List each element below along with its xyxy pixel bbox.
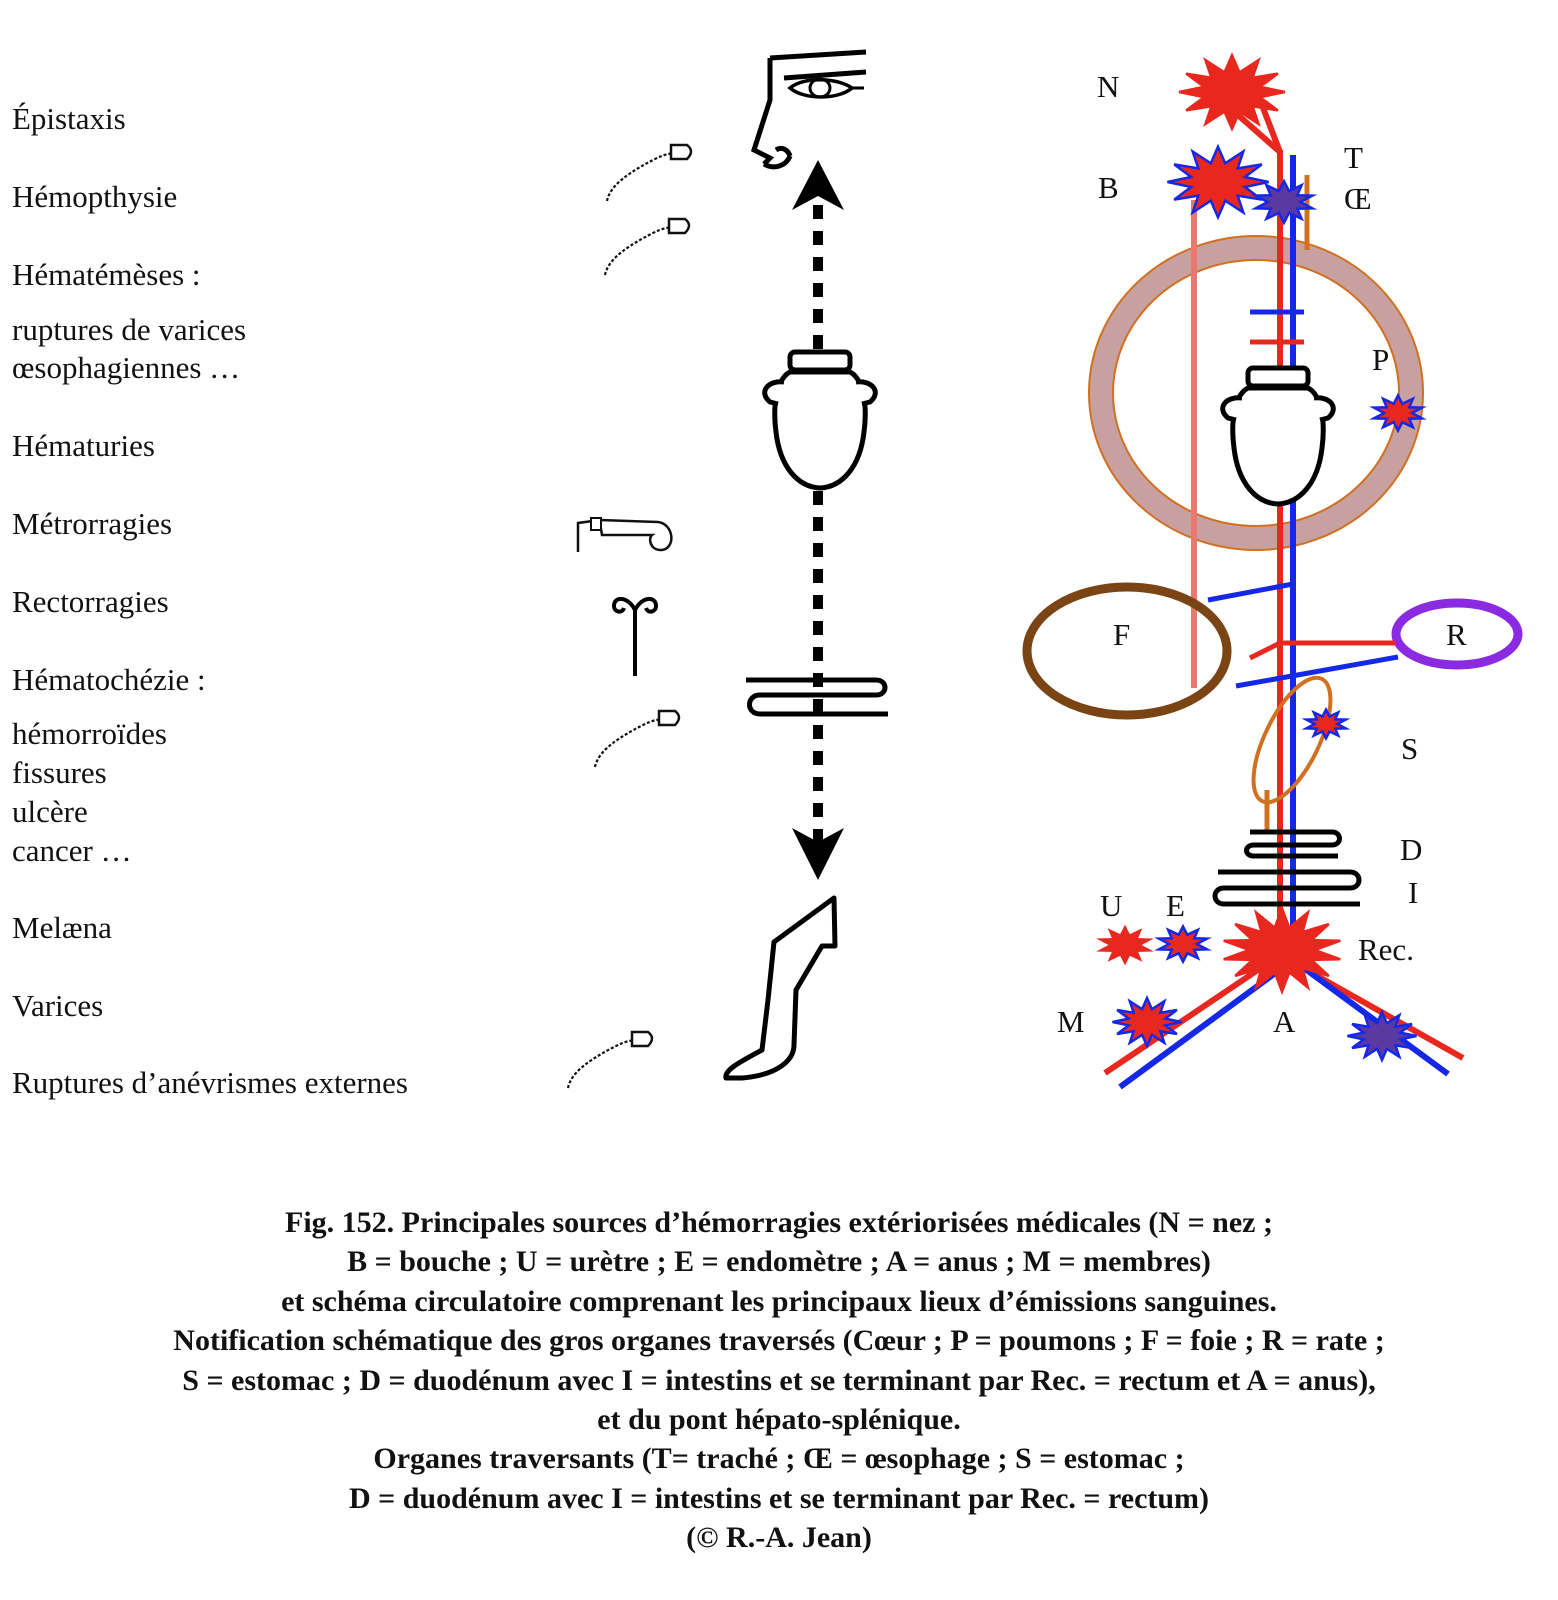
caption-line: D = duodénum avec I = intestins et se te… — [348, 1481, 1210, 1515]
hemorrhage-star-icon — [1096, 924, 1154, 966]
letter-E: E — [1166, 888, 1185, 923]
caption-line: B = bouche ; U = urètre ; E = endomètre … — [347, 1245, 1211, 1279]
label-hematuries: Hématuries — [12, 428, 155, 463]
letter-Rec: Rec. — [1358, 932, 1414, 967]
label-ulcere: ulcère — [12, 794, 88, 829]
phallus-glyph-icon — [576, 517, 673, 552]
letter-T: T — [1344, 140, 1363, 175]
letter-M: M — [1057, 1004, 1085, 1039]
hemorrhage-star-icon — [1223, 904, 1341, 996]
uterus-glyph-icon — [611, 597, 659, 676]
label-hematochezie: Hématochézie : — [12, 662, 206, 697]
label-varices: Varices — [12, 988, 104, 1023]
blood-flow-glyph-icon — [593, 709, 681, 769]
hemorrhage-star-icon — [1369, 392, 1427, 434]
hemorrhage-star-icon — [1178, 52, 1286, 132]
blood-flow-glyph-icon — [605, 143, 693, 203]
eye-nose-glyph-icon — [750, 49, 867, 170]
letter-A: A — [1273, 1004, 1296, 1039]
caption-line: S = estomac ; D = duodénum avec I = inte… — [182, 1363, 1376, 1397]
blood-flow-glyph-icon — [603, 217, 691, 277]
heart-jar-glyph-icon — [765, 352, 876, 488]
heart-jar-glyph-icon — [1223, 368, 1334, 504]
label-melaena: Melæna — [12, 910, 112, 945]
label-hemorroides: hémorroïdes — [12, 716, 167, 751]
label-ruptures-varices: ruptures de varices — [12, 312, 247, 347]
spleen-ring — [1391, 598, 1523, 670]
label-fissures: fissures — [12, 755, 107, 790]
arrow-double-dotted-icon — [792, 160, 844, 880]
letter-OE: Œ — [1344, 181, 1372, 216]
letter-S: S — [1401, 731, 1418, 766]
leg-glyph-icon — [723, 895, 838, 1081]
hemorrhage-star-icon — [1154, 923, 1212, 965]
caption-line: Organes traversants (T= traché ; Œ = œso… — [373, 1442, 1185, 1476]
label-hemoptysie: Hémopthysie — [12, 179, 178, 214]
hemorrhage-star-icon — [1167, 143, 1269, 221]
caption-line: et schéma circulatoire comprenant les pr… — [281, 1284, 1277, 1318]
limb-vessels — [1103, 952, 1465, 1090]
hemorrhage-star-icon — [1250, 178, 1318, 226]
letter-R: R — [1446, 617, 1467, 652]
caption-line: (© R.-A. Jean) — [686, 1521, 872, 1555]
caption-line: et du pont hépato-splénique. — [597, 1403, 961, 1437]
hemorrhage-diagram: N B T Œ P F R S D I U E Rec. M A — [566, 49, 1523, 1090]
letter-U: U — [1100, 888, 1122, 923]
hemorrhage-star-icon — [1301, 706, 1351, 742]
label-hematemeses: Hématémèses : — [12, 257, 201, 292]
label-oesophagiennes: œsophagiennes … — [12, 350, 241, 385]
letter-D: D — [1400, 832, 1422, 867]
stomach-ring — [1251, 675, 1333, 805]
label-epistaxis: Épistaxis — [12, 101, 126, 136]
intestine-glyph-icon — [746, 677, 888, 717]
duodenum-intestine-glyph — [1212, 829, 1362, 907]
hemorrhage-star-icon — [1112, 994, 1182, 1050]
figure-caption: Fig. 152. Principales sources d’hémorrag… — [0, 1203, 1558, 1558]
letter-I: I — [1408, 875, 1418, 910]
letter-P: P — [1372, 342, 1389, 377]
blood-flow-glyph-icon — [566, 1030, 654, 1090]
caption-line: Notification schématique des gros organe… — [173, 1324, 1385, 1358]
label-ruptures-anevrismes: Ruptures d’anévrismes externes — [12, 1065, 408, 1100]
hepato-splenic-bridge — [1207, 581, 1399, 689]
letter-N: N — [1097, 69, 1119, 104]
liver-ring — [1022, 582, 1232, 720]
label-metrorragies: Métrorragies — [12, 506, 173, 541]
label-cancer: cancer … — [12, 833, 132, 868]
label-rectorragies: Rectorragies — [12, 584, 169, 619]
letter-B: B — [1098, 170, 1119, 205]
hemorrhage-stars — [1096, 52, 1427, 1064]
caption-line: Fig. 152. Principales sources d’hémorrag… — [285, 1206, 1273, 1239]
hemorrhage-star-icon — [1347, 1008, 1417, 1064]
lungs-ring — [1088, 235, 1424, 551]
letter-F: F — [1113, 617, 1130, 652]
